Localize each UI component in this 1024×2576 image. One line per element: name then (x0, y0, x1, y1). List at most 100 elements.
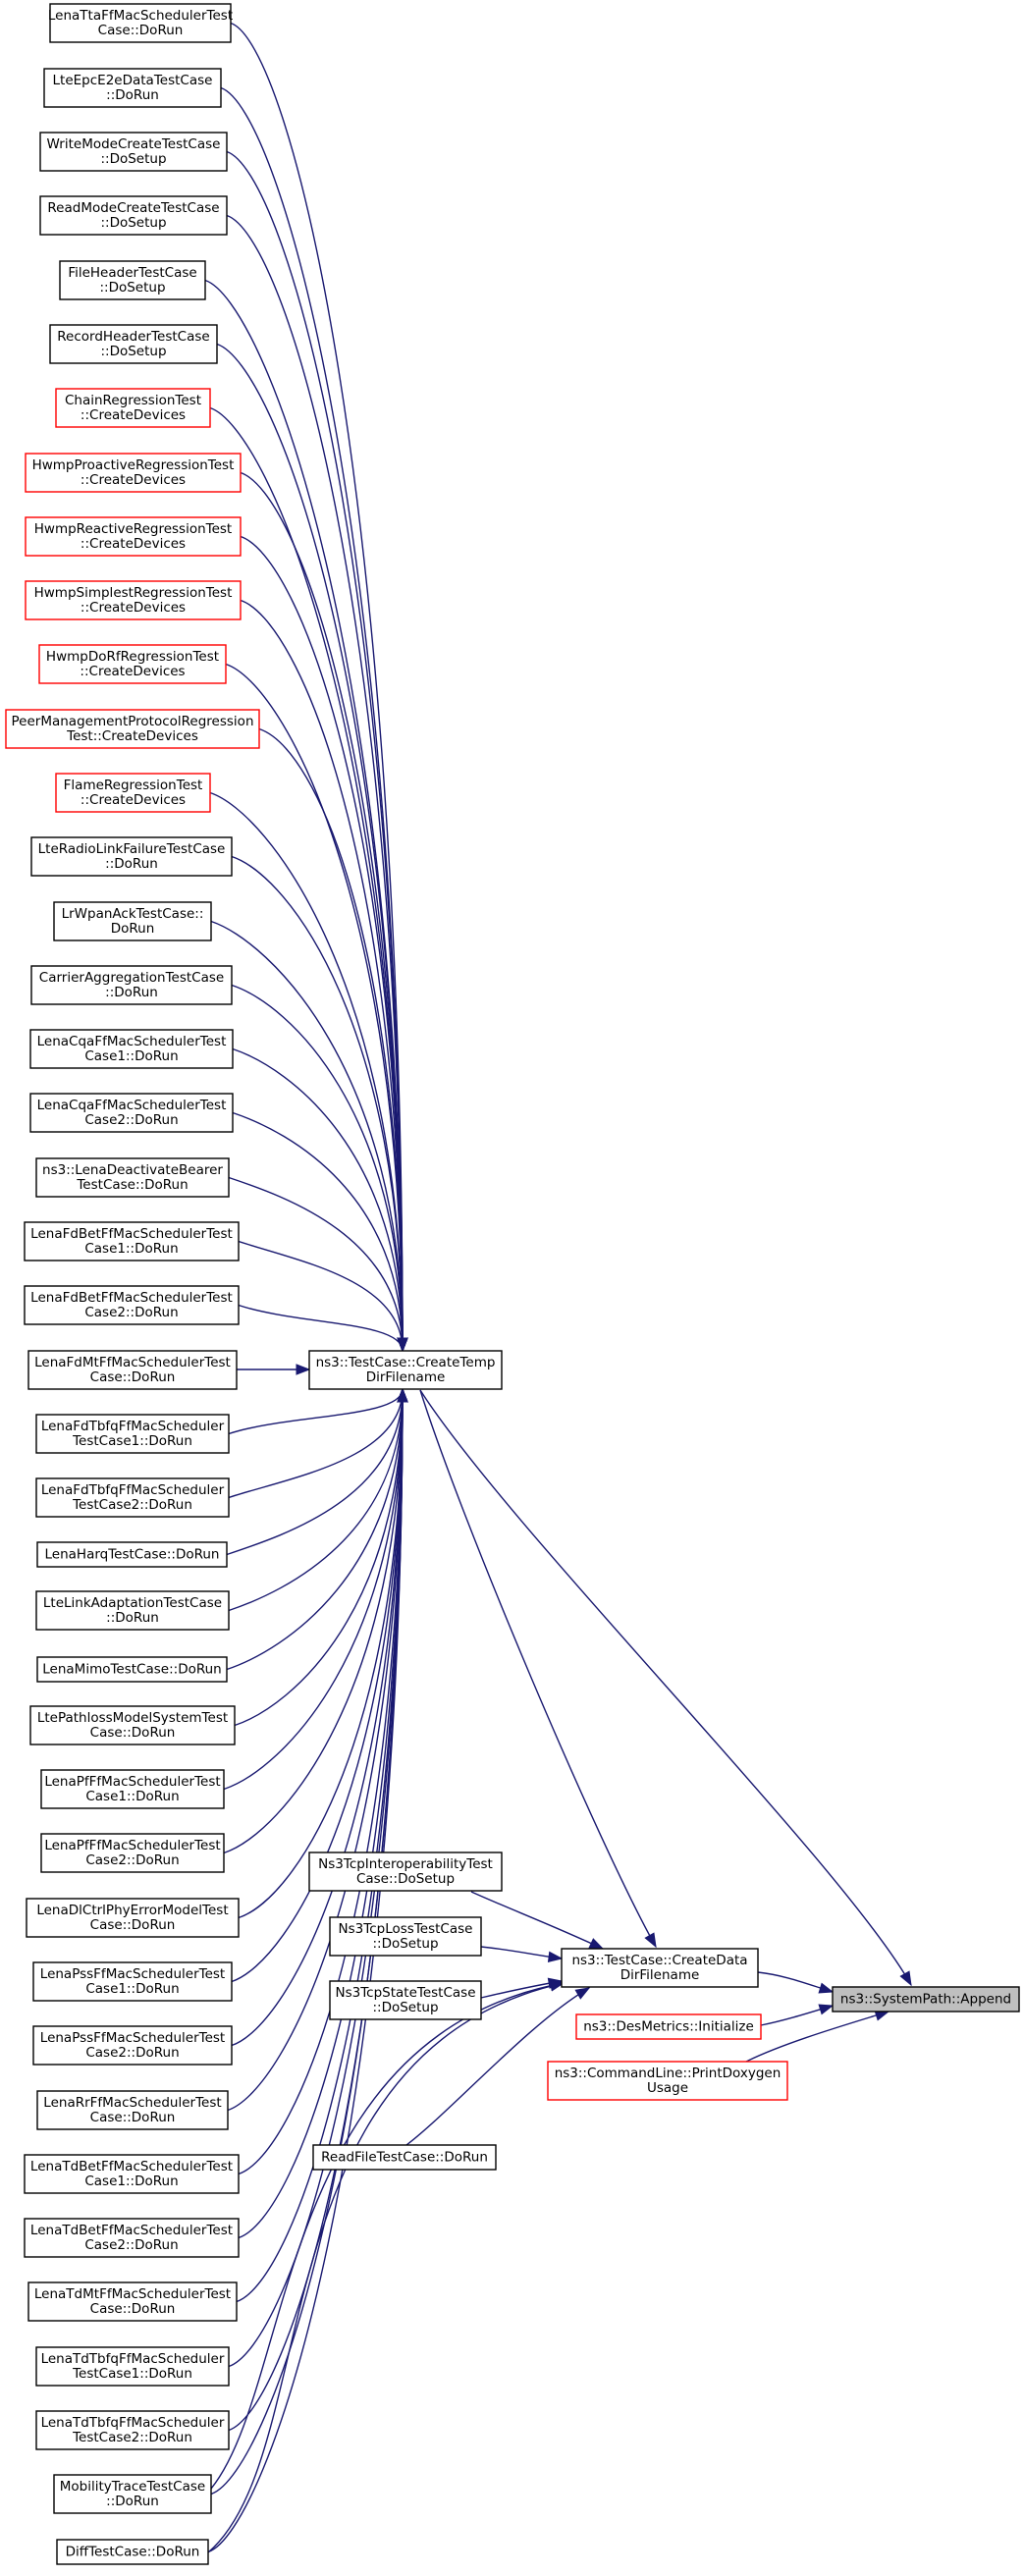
node-label-lenarr-line-0: LenaRrFfMacSchedulerTest (43, 2095, 221, 2111)
node-lenaharq[interactable]: LenaHarqTestCase::DoRun (36, 1541, 228, 1568)
node-label-hwmpsimplest-line-0: HwmpSimplestRegressionTest (34, 585, 233, 601)
node-label-lenadeact-line-0: ns3::LenaDeactivateBearer (42, 1162, 223, 1178)
node-label-createtemp-line-1: DirFilename (366, 1369, 446, 1385)
node-label-flamereg-line-1: ::CreateDevices (81, 792, 186, 808)
node-box-readfile (312, 2144, 497, 2171)
arrowhead-lenafdmt-to-createtemp (296, 1364, 311, 1375)
node-lrwpanack[interactable]: LrWpanAckTestCase::DoRun (53, 901, 212, 941)
node-label-lenatdbet1-line-0: LenaTdBetFfMacSchedulerTest (30, 2159, 233, 2174)
node-lteepce2e[interactable]: LteEpcE2eDataTestCase::DoRun (43, 68, 222, 108)
node-ns3tcploss[interactable]: Ns3TcpLossTestCase::DoSetup (329, 1916, 482, 1957)
node-box-hwmpproactive (25, 453, 242, 493)
edge-carrieragg-to-createtemp (231, 984, 404, 1352)
node-box-lenaharq (36, 1541, 228, 1568)
node-box-lteradiolink (30, 836, 233, 877)
arrowhead-difftest-to-createtemp (397, 1387, 408, 1403)
node-label-lenafdmt-line-1: Case::DoRun (90, 1369, 176, 1385)
node-label-lenapss1-line-1: Case1::DoRun (85, 1981, 179, 1997)
node-label-ltepathloss-line-0: LtePathlossModelSystemTest (37, 1710, 228, 1726)
node-append[interactable]: ns3::SystemPath::Append (832, 1986, 1020, 2012)
node-box-lenatdbet1 (24, 2154, 240, 2194)
node-peermgmt[interactable]: PeerManagementProtocolRegressionTest::Cr… (5, 709, 260, 749)
node-ns3tcpstate[interactable]: Ns3TcpStateTestCase::DoSetup (329, 1980, 482, 2020)
node-mobilitytrace[interactable]: MobilityTraceTestCase::DoRun (53, 2474, 212, 2514)
edge-peermgmt-to-createtemp (258, 727, 404, 1352)
node-box-createtemp (308, 1350, 503, 1390)
node-label-lenafdtbfq2-line-0: LenaFdTbfqFfMacScheduler (41, 1482, 225, 1498)
node-fileheader[interactable]: FileHeaderTestCase::DoSetup (59, 260, 206, 300)
node-box-hwmpreactive (25, 516, 242, 557)
edge-lrwpanack-to-createtemp (210, 920, 404, 1352)
node-hwmpdorf[interactable]: HwmpDoRfRegressionTest::CreateDevices (38, 644, 227, 684)
node-carrieragg[interactable]: CarrierAggregationTestCase::DoRun (30, 965, 233, 1005)
node-lteradiolink[interactable]: LteRadioLinkFailureTestCase::DoRun (30, 836, 233, 877)
node-label-fileheader-line-0: FileHeaderTestCase (68, 265, 196, 281)
node-label-lenamimo-line-0: LenaMimoTestCase::DoRun (42, 1662, 222, 1678)
node-difftest[interactable]: DiffTestCase::DoRun (56, 2539, 209, 2565)
node-ltelinkadapt[interactable]: LteLinkAdaptationTestCase::DoRun (35, 1590, 230, 1631)
node-box-difftest (56, 2539, 209, 2565)
node-label-lenacqa1-line-1: Case1::DoRun (84, 1048, 178, 1064)
node-box-lenacqa2 (29, 1093, 234, 1133)
node-lenamimo[interactable]: LenaMimoTestCase::DoRun (36, 1656, 228, 1683)
node-label-peermgmt-line-0: PeerManagementProtocolRegression (12, 714, 254, 729)
node-readfile[interactable]: ReadFileTestCase::DoRun (312, 2144, 497, 2171)
arrowhead-ns3tcploss-to-createdata (547, 1951, 564, 1963)
node-chainreg[interactable]: ChainRegressionTest::CreateDevices (55, 388, 211, 428)
edge-hwmpreactive-to-createtemp (240, 535, 404, 1352)
node-flamereg[interactable]: FlameRegressionTest::CreateDevices (55, 773, 211, 813)
node-box-lenatdtbfq2 (35, 2410, 230, 2450)
node-label-ns3tcpinterop-line-0: Ns3TcpInteroperabilityTest (318, 1856, 493, 1872)
node-box-lteepce2e (43, 68, 222, 108)
node-writemode[interactable]: WriteModeCreateTestCase::DoSetup (39, 132, 228, 172)
node-hwmpsimplest[interactable]: HwmpSimplestRegressionTest::CreateDevice… (25, 580, 242, 620)
node-box-ns3tcpstate (329, 1980, 482, 2020)
node-box-chainreg (55, 388, 211, 428)
edge-lenatdbet1-to-createtemp (238, 1388, 404, 2175)
node-label-lenadeact-line-1: TestCase::DoRun (76, 1177, 188, 1193)
node-desmetrics[interactable]: ns3::DesMetrics::Initialize (575, 2013, 762, 2040)
edge-hwmpproactive-to-createtemp (240, 471, 404, 1352)
node-label-lenacqa1-line-0: LenaCqaFfMacSchedulerTest (37, 1034, 227, 1049)
node-label-hwmpsimplest-line-1: ::CreateDevices (81, 600, 186, 616)
node-box-lenadeact (35, 1157, 230, 1198)
edge-lenacqa2-to-createtemp (232, 1111, 404, 1352)
node-recordheader[interactable]: RecordHeaderTestCase::DoSetup (49, 324, 218, 364)
node-label-ltelinkadapt-line-1: ::DoRun (106, 1610, 159, 1626)
node-hwmpreactive[interactable]: HwmpReactiveRegressionTest::CreateDevice… (25, 516, 242, 557)
node-box-mobilitytrace (53, 2474, 212, 2514)
arrowhead-desmetrics-to-append (818, 2004, 835, 2015)
edge-lenatta-to-createtemp (230, 22, 404, 1352)
edge-difftest-to-createdata (207, 1982, 565, 2553)
edge-hwmpdorf-to-createtemp (225, 663, 404, 1352)
node-readmode[interactable]: ReadModeCreateTestCase::DoSetup (39, 195, 228, 236)
node-label-createdata-line-0: ns3::TestCase::CreateData (571, 1953, 747, 1968)
edge-ns3tcpinterop-to-createdata (470, 1891, 604, 1950)
node-hwmpproactive[interactable]: HwmpProactiveRegressionTest::CreateDevic… (25, 453, 242, 493)
